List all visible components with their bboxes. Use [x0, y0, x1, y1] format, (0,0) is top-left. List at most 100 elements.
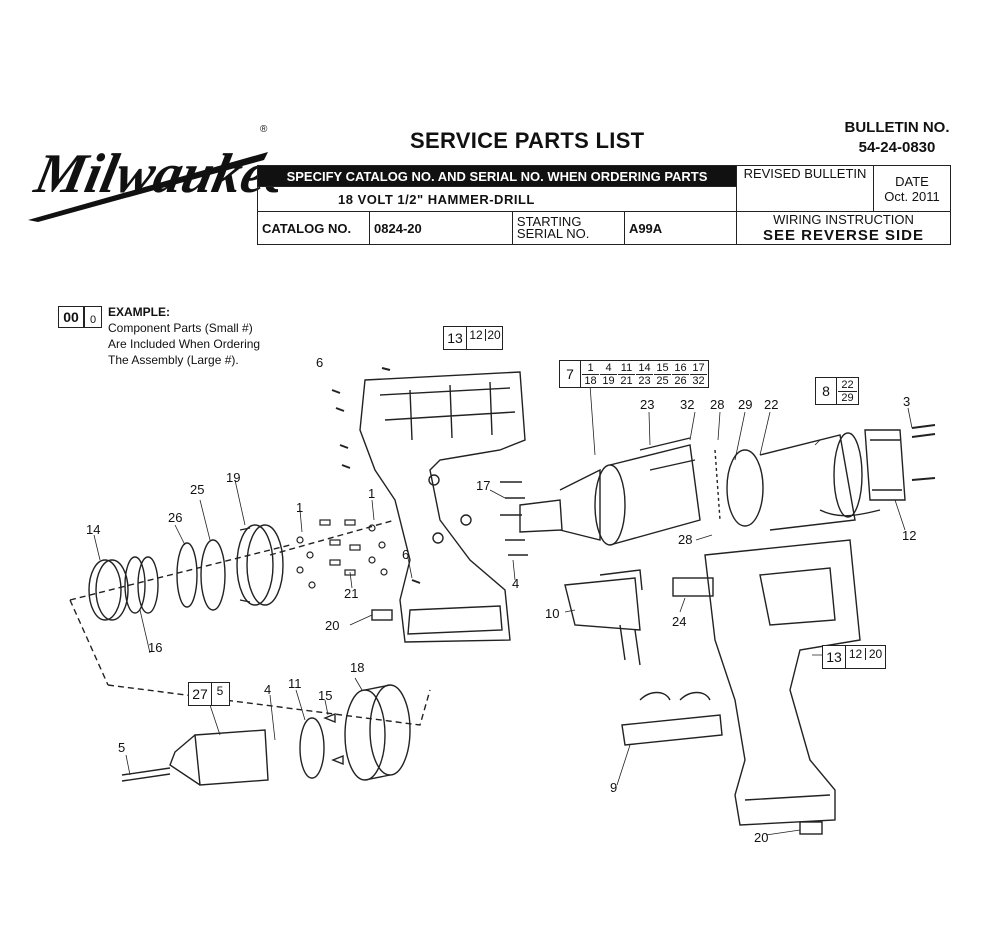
assembly-13-bottom-small-2: 20	[865, 648, 885, 660]
serial-label: SERIAL NO.	[516, 226, 590, 241]
date-label: DATE	[895, 173, 929, 189]
callout-20-left: 20	[325, 618, 340, 633]
callout-28-bottom: 28	[678, 532, 693, 547]
ring-25	[200, 539, 226, 611]
serial-value: A99A	[624, 211, 738, 245]
assembly-8: 8 22 29	[815, 377, 859, 405]
example-line-2: Are Included When Ordering	[108, 337, 261, 351]
callout-4-lower: 4	[264, 682, 272, 697]
callout-20-bottom: 20	[754, 830, 769, 845]
revised-bulletin-label: REVISED BULLETIN	[743, 166, 867, 181]
product-name: 18 VOLT 1/2" HAMMER-DRILL	[257, 186, 737, 212]
a7-top-5: 15	[656, 362, 669, 374]
starting-label: STARTING	[516, 214, 582, 229]
callout-17: 17	[476, 478, 491, 493]
callout-23: 23	[640, 397, 655, 412]
catalog-value: 0824-20	[369, 211, 513, 245]
assembly-8-small-1: 22	[841, 379, 854, 391]
a7-bottom-6: 26	[672, 374, 689, 387]
callout-14: 14	[86, 522, 101, 537]
detent-parts	[323, 712, 344, 766]
assembly-7-big: 7	[560, 361, 581, 387]
assembly-13-bottom: 13 12 20	[822, 645, 886, 669]
a7-bottom-5: 25	[654, 374, 671, 387]
a7-bottom-3: 21	[618, 374, 635, 387]
a7-top-1: 1	[587, 362, 594, 374]
screws-group	[331, 367, 421, 584]
a7-bottom-7: 32	[690, 374, 707, 387]
a7-bottom-4: 23	[636, 374, 653, 387]
assembly-27-big: 27	[189, 683, 212, 705]
assembly-7: 7 1 4 11 14 15 16 17 18 19 21 23 25 26 3…	[559, 360, 709, 388]
svg-text:®: ®	[260, 124, 268, 135]
assembly-27: 27 5	[188, 682, 230, 706]
callout-28-top: 28	[710, 397, 725, 412]
a7-top-6: 16	[674, 362, 687, 374]
clip-part-lower	[799, 821, 823, 835]
example-line-1: Component Parts (Small #)	[108, 321, 253, 335]
date-value: Oct. 2011	[884, 188, 940, 204]
assembly-13-top-small-1: 12	[469, 328, 483, 342]
example-heading: EXAMPLE:	[108, 305, 171, 319]
wiring-value: SEE REVERSE SIDE	[762, 227, 925, 244]
callout-29: 29	[738, 397, 753, 412]
chuck	[121, 729, 269, 786]
assembly-8-small-2: 29	[838, 391, 857, 404]
wiring-cell: WIRING INSTRUCTION SEE REVERSE SIDE	[736, 211, 951, 245]
milwaukee-logo: Milwaukee ®	[28, 124, 278, 222]
leader-lines	[93, 384, 913, 836]
a7-top-4: 14	[638, 362, 651, 374]
motor	[726, 432, 881, 531]
end-cap	[864, 429, 906, 501]
callout-5: 5	[118, 740, 126, 755]
clutch-parts	[88, 556, 159, 621]
small-parts-cluster	[296, 519, 388, 589]
transmission-assembly	[519, 437, 701, 546]
battery-terminal	[621, 691, 723, 746]
assembly-13-top: 13 12 20	[443, 326, 503, 350]
callout-16: 16	[148, 640, 163, 655]
bulletin-label: BULLETIN NO.	[844, 119, 950, 136]
catalog-label: CATALOG NO.	[256, 211, 371, 245]
callout-10: 10	[545, 606, 560, 621]
callout-32: 32	[680, 397, 695, 412]
assembly-27-small: 5	[216, 684, 224, 698]
brush-guide	[714, 449, 721, 521]
callout-18: 18	[350, 660, 365, 675]
assembly-8-big: 8	[816, 378, 837, 404]
housing-left-half	[359, 371, 526, 643]
callout-11: 11	[288, 676, 302, 691]
ring-gear	[236, 524, 284, 606]
assembly-13-bottom-small-1: 12	[848, 647, 863, 661]
page-title: SERVICE PARTS LIST	[410, 128, 645, 153]
callout-26: 26	[168, 510, 183, 525]
callout-4-mid: 4	[512, 576, 520, 591]
callout-15: 15	[318, 688, 333, 703]
logo-wordmark: Milwaukee	[29, 144, 278, 205]
ring-26	[176, 542, 198, 608]
gear-case-18	[344, 684, 411, 781]
callout-9: 9	[610, 780, 618, 795]
pins-group	[500, 481, 528, 556]
callout-12: 12	[902, 528, 917, 543]
assembly-13-top-big: 13	[444, 327, 467, 349]
callout-25: 25	[190, 482, 205, 497]
callout-1-right: 1	[368, 486, 376, 501]
bulletin-block: BULLETIN NO. 54-24-0830	[832, 118, 962, 158]
example-large-box: 00	[58, 306, 84, 328]
header-table: SPECIFY CATALOG NO. AND SERIAL NO. WHEN …	[256, 165, 951, 245]
ordering-banner: SPECIFY CATALOG NO. AND SERIAL NO. WHEN …	[257, 165, 737, 187]
wiring-label: WIRING INSTRUCTION	[773, 212, 914, 227]
callout-24: 24	[672, 614, 687, 629]
example-line-3: The Assembly (Large #).	[108, 353, 239, 367]
a7-top-7: 17	[692, 362, 705, 374]
a7-bottom-1: 18	[582, 374, 599, 387]
callout-21: 21	[344, 586, 359, 601]
a7-top-2: 4	[605, 362, 612, 374]
serial-label-cell: STARTING SERIAL NO.	[511, 211, 625, 245]
example-small-box: 0	[84, 306, 102, 328]
assembly-13-top-small-2: 20	[485, 329, 502, 341]
clip-part	[371, 609, 393, 621]
callout-1-left: 1	[296, 500, 304, 515]
date-cell: DATE Oct. 2011	[873, 165, 951, 212]
